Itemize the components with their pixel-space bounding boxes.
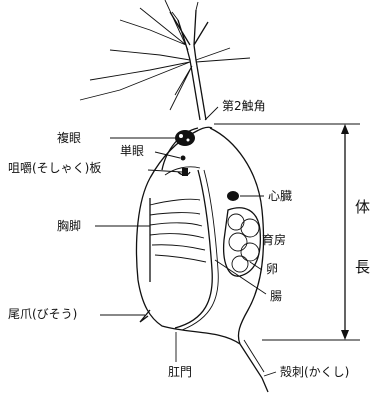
- label-egg: 卵: [266, 262, 278, 276]
- label-simple-eye: 単眼: [120, 144, 144, 158]
- thoracic-legs-drawing: [150, 198, 206, 282]
- carapace-drawing: [137, 127, 269, 392]
- label-shell-spine: 殻刺(かくし): [280, 365, 349, 379]
- label-brood-chamber: 育房: [262, 232, 286, 247]
- label-anus: 肛門: [168, 365, 192, 379]
- intestine-drawing: [175, 170, 218, 330]
- tail-claw-drawing: [140, 310, 150, 322]
- heart-drawing: [227, 191, 239, 201]
- label-body-length-bottom: 長: [355, 258, 370, 276]
- label-intestine: 腸: [270, 289, 282, 303]
- label-chewing-plate: 咀嚼(そしゃく)板: [8, 161, 101, 175]
- simple-eye-drawing: [181, 156, 186, 161]
- label-compound-eye: 複眼: [57, 130, 81, 145]
- label-heart: 心臓: [268, 189, 292, 203]
- compound-eye-drawing: [175, 130, 195, 146]
- brood-chamber-drawing: [224, 208, 261, 276]
- label-body-length-top: 体: [355, 198, 370, 216]
- body-length-bracket: [214, 124, 360, 340]
- label-tail-claw: 尾爪(びそう): [8, 307, 77, 321]
- label-thoracic-legs: 胸脚: [57, 218, 81, 233]
- label-second-antenna: 第2触角: [222, 99, 266, 113]
